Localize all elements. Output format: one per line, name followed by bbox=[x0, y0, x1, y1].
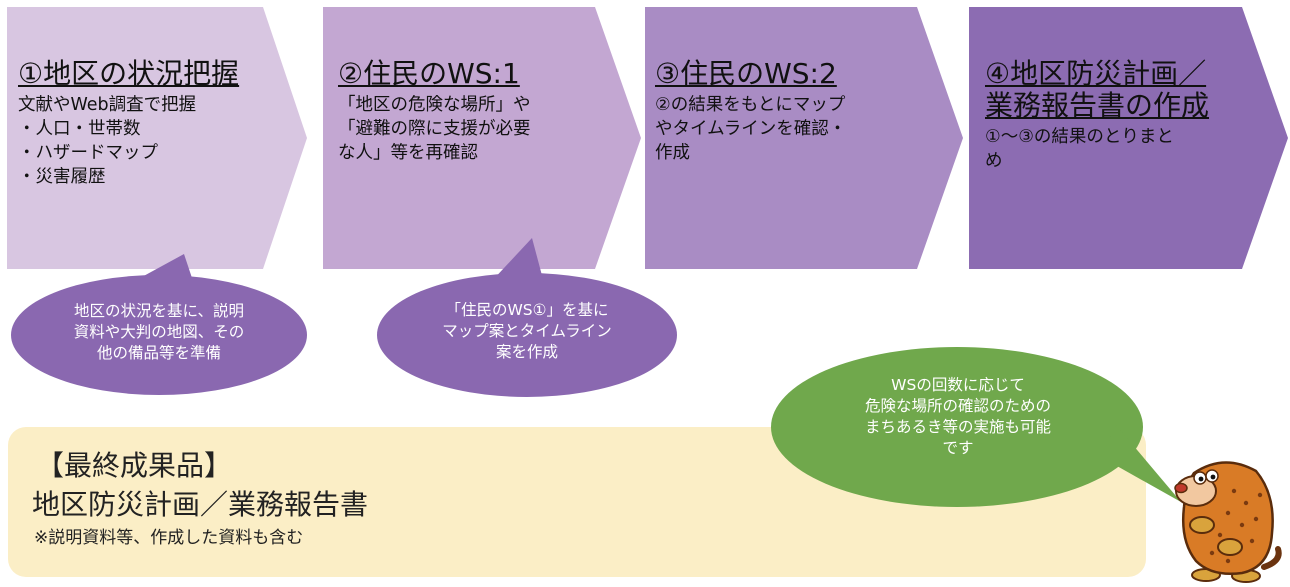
step-2-line: な人」等を再確認 bbox=[338, 143, 478, 163]
final-note: ※説明資料等、作成した資料も含む bbox=[34, 528, 304, 548]
callout-bubble-1: 地区の状況を基に、説明 資料や大判の地図、その 他の備品等を準備 bbox=[9, 244, 309, 396]
callout-bubble-3-line: WSの回数に応じて bbox=[891, 376, 1025, 394]
callout-bubble-1-shape bbox=[11, 254, 307, 395]
step-3-line: やタイムラインを確認・ bbox=[655, 119, 847, 139]
callout-bubble-2-text: 「住民のWS①」を基に マップ案とタイムライン 案を作成 bbox=[407, 300, 647, 363]
callout-bubble-3-line: まちあるき等の実施も可能 bbox=[864, 418, 1051, 436]
step-1-chevron bbox=[7, 7, 307, 269]
callout-bubble-2-shape bbox=[377, 238, 677, 397]
step-2-chevron bbox=[323, 7, 641, 269]
mole-mascot-icon bbox=[1172, 455, 1284, 583]
step-2-text: ②住民のWS:1 「地区の危険な場所」や 「避難の際に支援が必要 な人」等を再確… bbox=[338, 58, 618, 165]
callout-bubble-1-text: 地区の状況を基に、説明 資料や大判の地図、その 他の備品等を準備 bbox=[39, 301, 279, 364]
step-3-body: ②の結果をもとにマップ やタイムラインを確認・ 作成 bbox=[655, 93, 935, 165]
callout-bubble-1-line: 地区の状況を基に、説明 bbox=[73, 302, 245, 320]
step-2-title: ②住民のWS:1 bbox=[338, 57, 520, 90]
callout-bubble-3-line: 危険な場所の確認のための bbox=[864, 397, 1051, 415]
step-4-chevron bbox=[969, 7, 1288, 269]
step-4-title-line-2: 業務報告書の作成 bbox=[985, 89, 1210, 122]
callout-bubble-1-line: 他の備品等を準備 bbox=[96, 344, 221, 362]
step-1-line: ・人口・世帯数 bbox=[18, 119, 141, 139]
step-2-body: 「地区の危険な場所」や 「避難の際に支援が必要 な人」等を再確認 bbox=[338, 93, 618, 165]
step-4-line: め bbox=[985, 151, 1003, 171]
step-1-line: ・ハザードマップ bbox=[18, 143, 158, 163]
callout-bubble-2-line: マップ案とタイムライン bbox=[442, 322, 612, 340]
step-4-shape bbox=[969, 7, 1288, 269]
callout-bubble-3-line: です bbox=[942, 439, 974, 457]
step-4-text: ④地区防災計画／ 業務報告書の作成 ①～③の結果のとりまと め bbox=[985, 58, 1275, 173]
step-1-body: 文献やWeb調査で把握 ・人口・世帯数 ・ハザードマップ ・災害履歴 bbox=[18, 93, 288, 189]
step-3-text: ③住民のWS:2 ②の結果をもとにマップ やタイムラインを確認・ 作成 bbox=[655, 58, 935, 165]
step-2-shape bbox=[323, 7, 641, 269]
mole-mascot-drawing bbox=[1174, 461, 1282, 583]
step-3-line: 作成 bbox=[655, 143, 690, 163]
step-3-title: ③住民のWS:2 bbox=[655, 57, 837, 90]
step-2-line: 「地区の危険な場所」や bbox=[338, 95, 531, 115]
callout-bubble-3-text: WSの回数に応じて 危険な場所の確認のための まちあるき等の実施も可能 です bbox=[823, 375, 1093, 459]
step-1-shape bbox=[7, 7, 307, 269]
callout-bubble-1-line: 資料や大判の地図、その bbox=[73, 323, 245, 341]
callout-bubble-3: WSの回数に応じて 危険な場所の確認のための まちあるき等の実施も可能 です bbox=[771, 347, 1191, 507]
step-1-line: 文献やWeb調査で把握 bbox=[18, 95, 197, 115]
step-4-line: ①～③の結果のとりまと bbox=[985, 127, 1174, 147]
final-title: 地区防災計画／業務報告書 bbox=[32, 488, 369, 521]
step-4-body: ①～③の結果のとりまと め bbox=[985, 125, 1275, 173]
step-1-title: ①地区の状況把握 bbox=[18, 57, 240, 90]
step-1-text: ①地区の状況把握 文献やWeb調査で把握 ・人口・世帯数 ・ハザードマップ ・災… bbox=[18, 58, 288, 189]
step-1-line: ・災害履歴 bbox=[18, 167, 106, 187]
step-3-shape bbox=[645, 7, 963, 269]
callout-bubble-2-line: 案を作成 bbox=[495, 343, 558, 361]
step-2-line: 「避難の際に支援が必要 bbox=[338, 119, 531, 139]
callout-bubble-2-line: 「住民のWS①」を基に bbox=[445, 301, 609, 319]
step-3-chevron bbox=[645, 7, 963, 269]
final-heading: 【最終成果品】 bbox=[36, 449, 233, 482]
callout-bubble-2: 「住民のWS①」を基に マップ案とタイムライン 案を作成 bbox=[372, 238, 682, 398]
step-3-line: ②の結果をもとにマップ bbox=[655, 95, 846, 115]
callout-bubble-3-shape bbox=[771, 347, 1181, 507]
step-4-title-line-1: ④地区防災計画／ bbox=[985, 57, 1207, 90]
